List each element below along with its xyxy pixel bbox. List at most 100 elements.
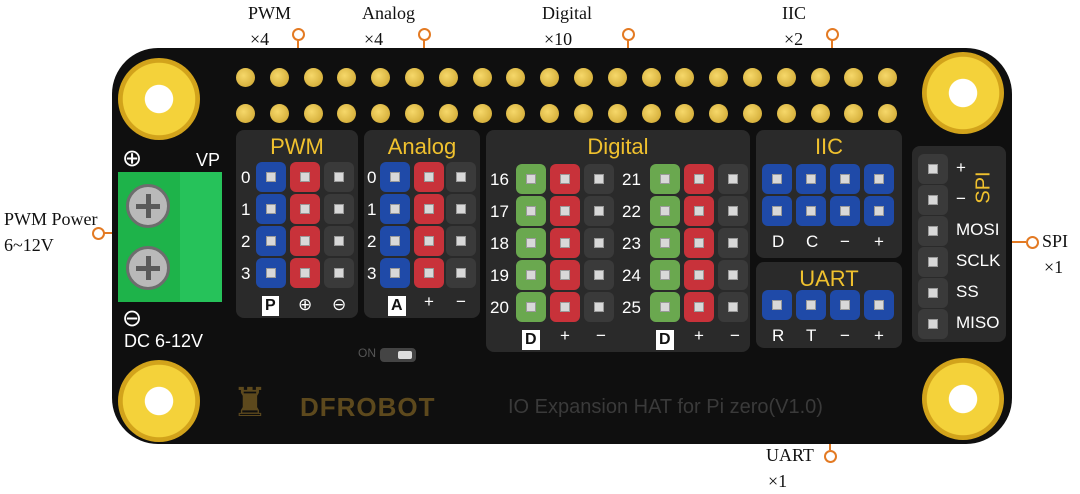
pwm-ground-pin[interactable] (324, 258, 354, 288)
digital-ground-pin[interactable] (584, 292, 614, 322)
digital-power-pin[interactable] (684, 228, 714, 258)
power-switch-knob[interactable] (398, 351, 412, 359)
pwm-signal-pin[interactable] (256, 226, 286, 256)
digital-power-pin[interactable] (684, 260, 714, 290)
digital-power-pin[interactable] (550, 196, 580, 226)
pwm-row-label: 1 (241, 200, 251, 219)
digital-signal-pin[interactable] (516, 228, 546, 258)
pwm-power-callout-range: 6~12V (4, 235, 54, 255)
pwm-signal-pin[interactable] (256, 194, 286, 224)
pwm-row-label: 3 (241, 264, 251, 283)
pwm-col-label: P (262, 296, 279, 316)
digital-ground-pin[interactable] (718, 292, 748, 322)
digital-signal-pin[interactable] (516, 164, 546, 194)
pwm-power-pin[interactable] (290, 162, 320, 192)
analog-signal-pin[interactable] (380, 194, 410, 224)
iic-pin[interactable] (762, 196, 792, 226)
uart-pin[interactable] (762, 290, 792, 320)
minus-symbol: ⊖ (122, 305, 143, 332)
iic-pin[interactable] (864, 164, 894, 194)
spi-pin[interactable] (918, 154, 948, 184)
analog-power-pin[interactable] (414, 162, 444, 192)
pwm-signal-pin[interactable] (256, 258, 286, 288)
analog-ground-pin[interactable] (446, 162, 476, 192)
spi-pin-label: SS (956, 282, 979, 301)
gpio-pin (776, 104, 796, 123)
iic-pin[interactable] (864, 196, 894, 226)
analog-ground-pin[interactable] (446, 258, 476, 288)
digital-power-pin[interactable] (684, 292, 714, 322)
digital-power-pin[interactable] (550, 260, 580, 290)
pwm-ground-pin[interactable] (324, 162, 354, 192)
analog-ground-pin[interactable] (446, 226, 476, 256)
uart-pin[interactable] (864, 290, 894, 320)
terminal-screw-top[interactable] (126, 184, 170, 228)
digital-power-pin[interactable] (684, 196, 714, 226)
digital-power-pin[interactable] (550, 292, 580, 322)
uart-callout-dot (824, 450, 837, 463)
pwm-ground-pin[interactable] (324, 226, 354, 256)
digital-signal-pin[interactable] (516, 292, 546, 322)
iic-panel-title: IIC (814, 134, 844, 159)
uart-pin[interactable] (830, 290, 860, 320)
digital-power-pin[interactable] (550, 164, 580, 194)
iic-col-label: D (772, 232, 785, 251)
analog-power-pin[interactable] (414, 258, 444, 288)
digital-signal-pin[interactable] (650, 292, 680, 322)
analog-ground-pin[interactable] (446, 194, 476, 224)
iic-pin[interactable] (796, 164, 826, 194)
digital-ground-pin[interactable] (584, 196, 614, 226)
pwm-ground-pin[interactable] (324, 194, 354, 224)
digital-ground-pin[interactable] (718, 164, 748, 194)
iic-pin[interactable] (830, 196, 860, 226)
terminal-lip (180, 172, 222, 302)
spi-pin[interactable] (918, 247, 948, 277)
spi-pin[interactable] (918, 309, 948, 339)
dc-voltage-label: DC 6-12V (124, 331, 204, 351)
spi-pin[interactable] (918, 216, 948, 246)
digital-power-pin[interactable] (684, 164, 714, 194)
iic-pin[interactable] (830, 164, 860, 194)
gpio-pin (472, 68, 492, 87)
analog-power-pin[interactable] (414, 226, 444, 256)
analog-col-label: A (388, 296, 406, 316)
pwm-power-pin[interactable] (290, 226, 320, 256)
digital-signal-pin[interactable] (650, 228, 680, 258)
digital-ground-pin[interactable] (718, 196, 748, 226)
analog-signal-pin[interactable] (380, 226, 410, 256)
gpio-pin (878, 68, 898, 87)
terminal-screw-bottom[interactable] (126, 246, 170, 290)
digital-signal-pin[interactable] (650, 260, 680, 290)
digital-signal-pin[interactable] (650, 164, 680, 194)
digital-power-pin[interactable] (550, 228, 580, 258)
digital-signal-pin[interactable] (650, 196, 680, 226)
pwm-signal-pin[interactable] (256, 162, 286, 192)
gpio-pin (607, 68, 627, 87)
iic-pin[interactable] (796, 196, 826, 226)
analog-power-pin[interactable] (414, 194, 444, 224)
gpio-pin (844, 104, 864, 123)
spi-pin[interactable] (918, 185, 948, 215)
analog-row-label: 1 (367, 200, 377, 219)
gpio-pin (371, 104, 391, 123)
digital-ground-pin[interactable] (584, 164, 614, 194)
iic-pin[interactable] (762, 164, 792, 194)
digital-signal-pin[interactable] (516, 260, 546, 290)
uart-pin[interactable] (796, 290, 826, 320)
digital-signal-pin[interactable] (516, 196, 546, 226)
gpio-pin (438, 104, 458, 123)
digital-ground-pin[interactable] (718, 260, 748, 290)
digital-ground-pin[interactable] (718, 228, 748, 258)
analog-signal-pin[interactable] (380, 162, 410, 192)
digital-ground-pin[interactable] (584, 260, 614, 290)
pwm-power-pin[interactable] (290, 194, 320, 224)
analog-signal-pin[interactable] (380, 258, 410, 288)
analog-row-label: 2 (367, 232, 377, 251)
pwm-power-pin[interactable] (290, 258, 320, 288)
digital-ground-pin[interactable] (584, 228, 614, 258)
gpio-pin (236, 104, 255, 123)
spi-pin[interactable] (918, 278, 948, 308)
dfrobot-logo-icon: ♜ (232, 381, 268, 425)
power-terminal-block[interactable] (118, 172, 222, 302)
power-switch[interactable] (380, 348, 416, 362)
